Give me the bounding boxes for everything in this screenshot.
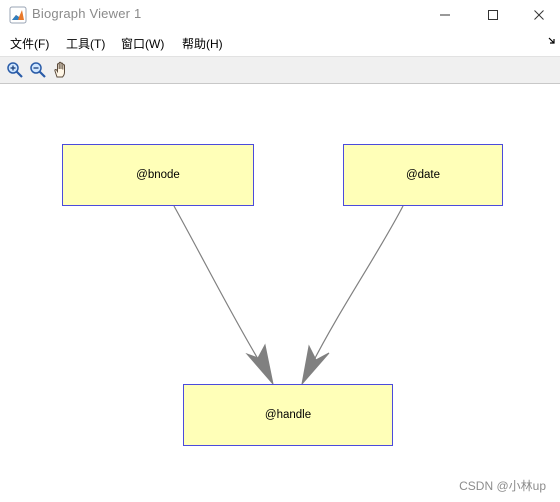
edge-bnode-to-handle xyxy=(173,205,262,365)
pan-hand-icon[interactable] xyxy=(51,60,71,80)
graph-canvas[interactable]: @bnode @date @handle xyxy=(0,84,560,502)
menu-window[interactable]: 窗口(W) xyxy=(121,37,165,51)
matlab-icon xyxy=(9,6,27,24)
close-button[interactable] xyxy=(516,0,560,30)
menu-help[interactable]: 帮助(H) xyxy=(182,37,223,51)
toolbar xyxy=(0,56,560,84)
maximize-icon xyxy=(488,10,498,20)
window-title: Biograph Viewer 1 xyxy=(32,6,142,21)
node-label: @bnode xyxy=(136,169,180,181)
zoom-in-icon[interactable] xyxy=(5,60,25,80)
graph-node-handle[interactable]: @handle xyxy=(183,384,393,446)
node-label: @date xyxy=(405,169,441,181)
edge-date-to-handle xyxy=(311,205,404,365)
menu-bar: 文件(F) 工具(T) 窗口(W) 帮助(H) xyxy=(0,30,560,55)
node-label: @handle xyxy=(264,409,312,421)
menu-file[interactable]: 文件(F) xyxy=(10,37,50,51)
graph-node-date[interactable]: @date xyxy=(343,144,503,206)
minimize-icon xyxy=(440,14,450,16)
zoom-out-icon[interactable] xyxy=(28,60,48,80)
watermark-text: CSDN @小林up xyxy=(459,479,546,493)
maximize-button[interactable] xyxy=(470,0,516,30)
close-icon xyxy=(534,10,544,20)
title-bar: Biograph Viewer 1 xyxy=(0,0,560,30)
graph-edges xyxy=(173,205,404,386)
menu-arrow-icon[interactable] xyxy=(548,36,556,46)
menu-tools[interactable]: 工具(T) xyxy=(66,37,106,51)
minimize-button[interactable] xyxy=(422,0,468,30)
edge-arrowhead-handle-left xyxy=(245,343,274,386)
edge-arrowhead-handle-right xyxy=(301,344,330,386)
graph-node-bnode[interactable]: @bnode xyxy=(62,144,254,206)
